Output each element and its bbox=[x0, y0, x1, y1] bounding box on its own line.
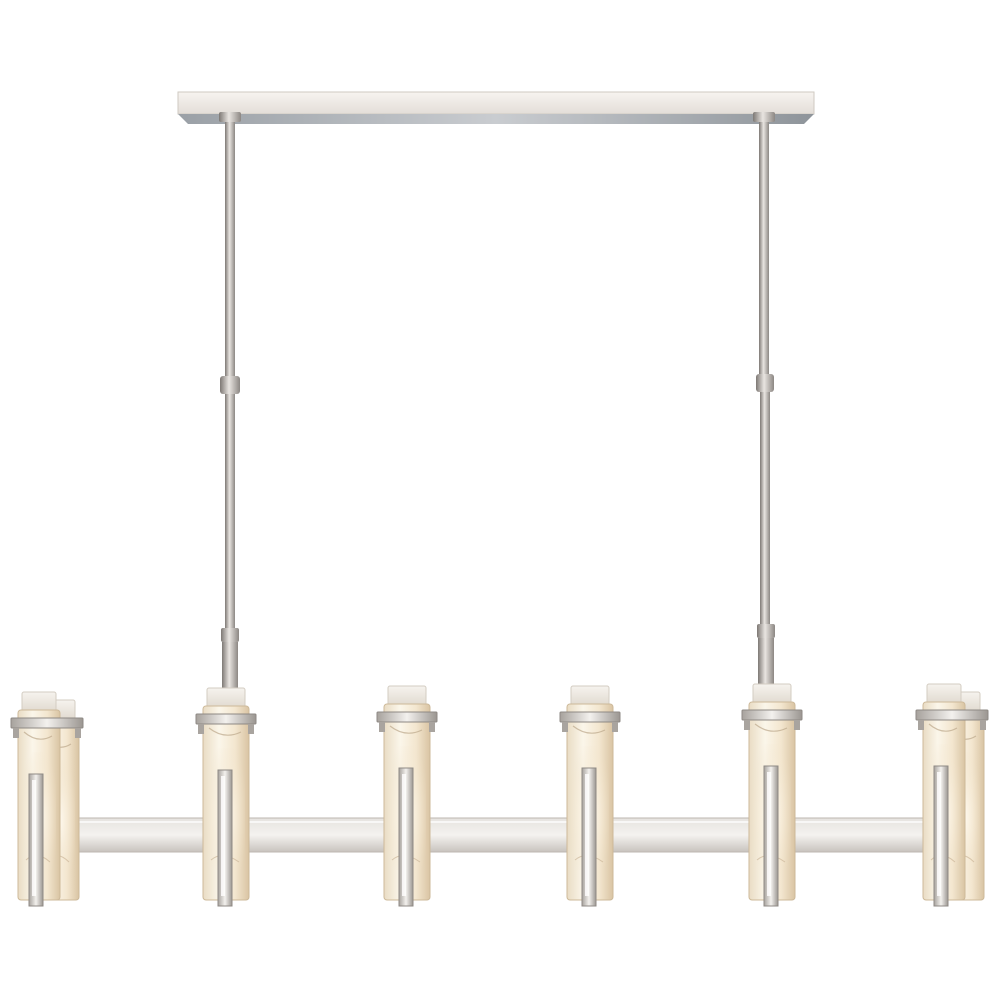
metal-bracket bbox=[741, 709, 803, 730]
light-module-6 bbox=[915, 683, 989, 907]
light-module-5 bbox=[741, 683, 803, 907]
light-module-4 bbox=[559, 685, 621, 907]
metal-strap bbox=[28, 773, 44, 907]
metal-strap bbox=[398, 767, 414, 907]
metal-strap bbox=[933, 765, 949, 907]
horizontal-bar bbox=[61, 817, 943, 853]
metal-strap bbox=[217, 769, 233, 907]
light-module-2 bbox=[195, 687, 257, 907]
ceiling-canopy bbox=[177, 91, 815, 124]
metal-strap bbox=[763, 765, 779, 907]
downrod-right bbox=[753, 112, 775, 686]
metal-bracket bbox=[915, 709, 989, 730]
light-module-1 bbox=[10, 691, 84, 907]
metal-bracket bbox=[195, 713, 257, 734]
metal-strap bbox=[581, 767, 597, 907]
metal-bracket bbox=[10, 717, 84, 738]
light-module-3 bbox=[376, 685, 438, 907]
metal-bracket bbox=[559, 711, 621, 732]
metal-bracket bbox=[376, 711, 438, 732]
light-modules bbox=[10, 683, 989, 907]
downrod-left bbox=[219, 112, 241, 692]
